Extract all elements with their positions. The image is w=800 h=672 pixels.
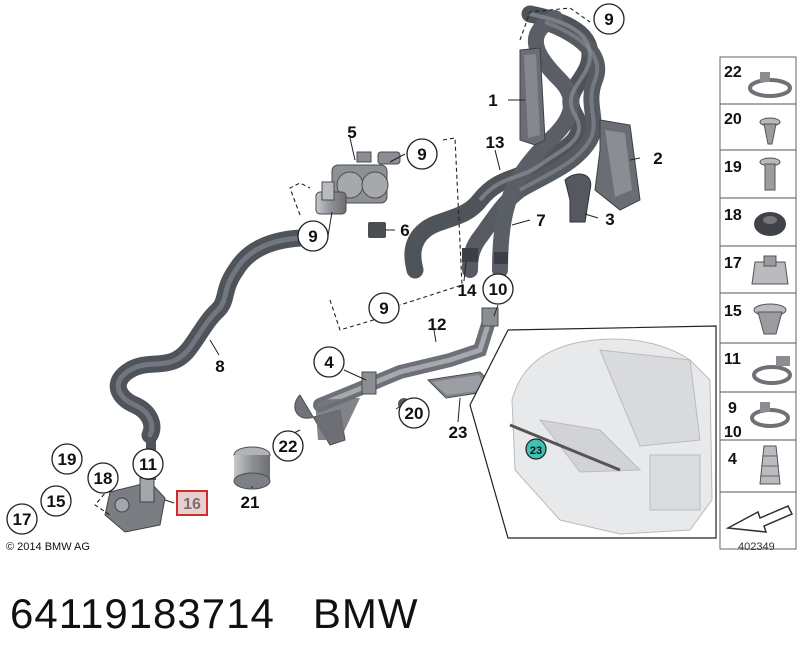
bolt-icon xyxy=(759,157,781,191)
svg-text:15: 15 xyxy=(47,492,66,511)
callout-17: 17 xyxy=(6,503,38,535)
callout-20: 20 xyxy=(398,397,430,429)
diagram-number: 402349 xyxy=(738,541,775,553)
hose-clamp-icon-9-10 xyxy=(750,402,790,428)
side-label-18: 18 xyxy=(724,207,742,224)
label-23: 23 xyxy=(449,423,468,442)
holder-3 xyxy=(564,173,592,223)
hose-clamp-icon xyxy=(748,72,792,98)
label-12: 12 xyxy=(428,315,447,334)
clip-nut-icon xyxy=(751,255,789,285)
copyright-text: © 2014 BMW AG xyxy=(6,541,90,553)
hose-13-cluster xyxy=(404,5,605,279)
hose-8 xyxy=(109,229,309,444)
svg-text:4: 4 xyxy=(324,353,334,372)
side-label-4: 4 xyxy=(728,451,737,468)
callout-9-valve-right: 9 xyxy=(406,138,438,170)
cylinder-21 xyxy=(233,446,271,490)
svg-text:11: 11 xyxy=(139,455,157,474)
callout-18: 18 xyxy=(87,462,119,494)
svg-text:20: 20 xyxy=(405,404,424,423)
side-label-15: 15 xyxy=(724,303,742,320)
side-label-22: 22 xyxy=(724,64,742,81)
svg-text:10: 10 xyxy=(489,280,508,299)
callout-22: 22 xyxy=(272,430,304,462)
callout-11: 11 xyxy=(132,448,164,480)
label-7: 7 xyxy=(536,211,545,230)
label-21: 21 xyxy=(241,493,260,512)
grommet-icon xyxy=(754,212,786,236)
callout-16-highlight: 16 xyxy=(176,490,208,516)
label-6: 6 xyxy=(400,221,409,240)
side-label-11: 11 xyxy=(724,351,741,368)
callout-15: 15 xyxy=(40,485,72,517)
bracket-1 xyxy=(519,47,546,146)
svg-text:9: 9 xyxy=(379,299,388,318)
side-label-20: 20 xyxy=(724,111,742,128)
svg-text:18: 18 xyxy=(94,469,113,488)
side-label-9: 9 xyxy=(728,400,737,417)
side-label-17: 17 xyxy=(724,255,742,272)
bracket-2 xyxy=(594,119,641,211)
svg-text:9: 9 xyxy=(417,145,426,164)
label-2: 2 xyxy=(653,149,662,168)
expanding-rivet-icon xyxy=(753,303,787,335)
label-13: 13 xyxy=(486,133,505,152)
solenoid-valve-5 xyxy=(315,151,401,215)
callout-19: 19 xyxy=(51,443,83,475)
svg-text:17: 17 xyxy=(13,510,32,529)
callout-9-valve-left: 9 xyxy=(297,220,329,252)
side-label-19: 19 xyxy=(724,159,742,176)
side-panel xyxy=(719,56,797,550)
svg-text:22: 22 xyxy=(279,437,298,456)
inset-callout-23: 23 xyxy=(530,445,542,457)
label-8: 8 xyxy=(215,357,224,376)
arrow-icon xyxy=(725,505,794,533)
label-14: 14 xyxy=(458,281,477,300)
label-1: 1 xyxy=(488,91,497,110)
spring-clamp-icon xyxy=(752,356,792,385)
part-6 xyxy=(368,222,386,238)
group-lines xyxy=(94,7,591,516)
callout-9-top: 9 xyxy=(593,3,625,35)
label-5: 5 xyxy=(347,123,356,142)
brand-name: BMW xyxy=(312,590,419,637)
screw-icon xyxy=(759,117,781,145)
pipe-12 xyxy=(294,307,499,446)
callout-10: 10 xyxy=(482,273,514,305)
callout-9-bottom: 9 xyxy=(368,292,400,324)
svg-text:9: 9 xyxy=(308,227,317,246)
label-3: 3 xyxy=(605,210,614,229)
vehicle-inset: 23 xyxy=(469,325,717,539)
callout-4: 4 xyxy=(313,346,345,378)
expanding-nut-icon xyxy=(759,445,781,485)
svg-text:16: 16 xyxy=(183,496,201,513)
svg-text:9: 9 xyxy=(604,10,613,29)
part-number: 64119183714 xyxy=(10,590,275,637)
side-label-10: 10 xyxy=(724,424,742,441)
svg-text:19: 19 xyxy=(58,450,77,469)
part-caption: 64119183714 BMW xyxy=(10,590,419,638)
